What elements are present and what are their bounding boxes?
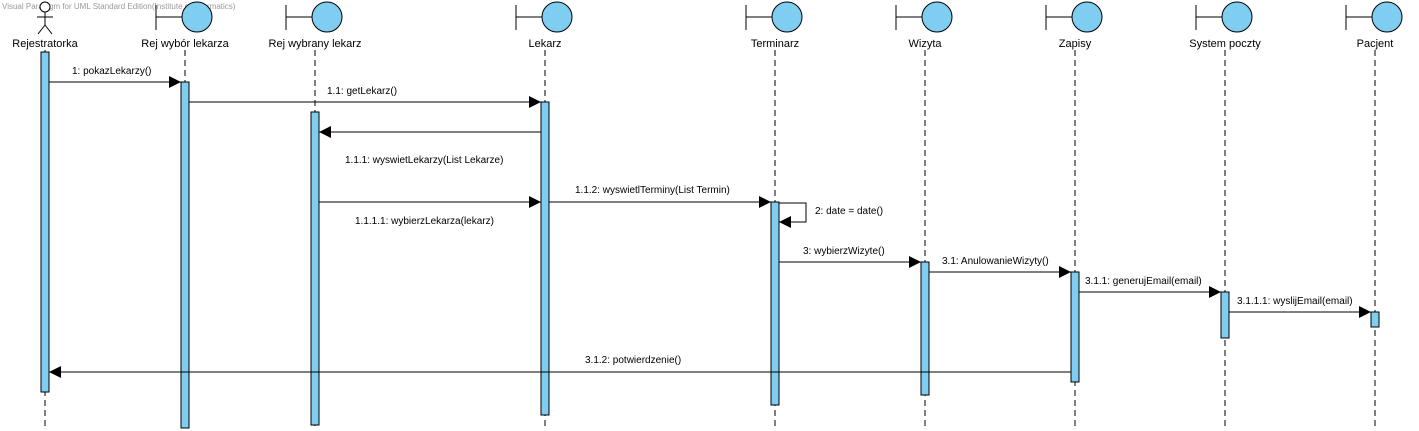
participant-rej-wybor: Rej wybór lekarza — [141, 1, 230, 50]
participant-rej-wybrany: Rej wybrany lekarz — [269, 1, 362, 50]
participant-zapisy: Zapisy — [1045, 1, 1103, 50]
message-label: 3.1.2: potwierdzenie() — [585, 355, 681, 366]
message-2: 1.1: getLekarz() — [189, 86, 541, 108]
participant-label: Pacjent — [1357, 38, 1394, 50]
message-label: 2: date = date() — [815, 206, 883, 217]
message-11: 3.1.2: potwierdzenie() — [49, 355, 1071, 378]
activation-bars — [40, 51, 1380, 429]
participant-label: Rej wybrany lekarz — [269, 38, 362, 50]
participant-pacjent: Pacjent — [1345, 1, 1403, 50]
boundary-icon — [1195, 1, 1253, 33]
message-1: 1: pokazLekarzy() — [49, 66, 181, 88]
message-9: 3.1.1: generujEmail(email) — [1079, 276, 1221, 298]
boundary-icon — [895, 1, 953, 33]
message-6: 2: date = date() — [779, 202, 883, 228]
activation-bar-terminarz — [770, 201, 780, 406]
participant-lekarz: Lekarz — [515, 1, 573, 50]
activation-bar-lekarz — [540, 101, 550, 416]
message-label: 3.1.1.1: wyslijEmail(email) — [1237, 296, 1353, 307]
message-7: 3: wybierzWizyte() — [779, 246, 921, 268]
message-label: 1.1: getLekarz() — [327, 86, 397, 97]
activation-bar-system-poczty — [1220, 291, 1230, 339]
participant-terminarz: Terminarz — [745, 1, 803, 50]
message-5: 1.1.1.1: wybierzLekarza(lekarz) — [319, 196, 541, 227]
participant-label: Lekarz — [528, 38, 561, 50]
activation-bar-pacjent — [1370, 311, 1380, 328]
participant-label: Wizyta — [909, 38, 943, 50]
message-4: 1.1.2: wyswietlTerminy(List Termin) — [549, 185, 771, 208]
message-3: 1.1.1: wyswietLekarzy(List Lekarze) — [319, 126, 541, 166]
activation-bar-zapisy — [1070, 271, 1080, 383]
message-label: 3.1.1: generujEmail(email) — [1085, 276, 1202, 287]
participant-label: Zapisy — [1059, 38, 1092, 50]
messages: 1: pokazLekarzy() 1.1: getLekarz() 1.1.1: … — [49, 66, 1371, 378]
participants: Rejestratorka Rej wybór lekarza Rej wybran… — [12, 1, 1403, 50]
watermark: Visual Paradigm for UML Standard Edition… — [2, 2, 236, 11]
activation-bar-rej-wybrany — [310, 111, 320, 426]
boundary-icon — [515, 1, 573, 33]
message-label: 1.1.1: wyswietLekarzy(List Lekarze) — [345, 155, 503, 166]
message-label: 3.1: AnulowanieWizyty() — [942, 256, 1049, 267]
boundary-icon — [285, 1, 343, 33]
message-8: 3.1: AnulowanieWizyty() — [929, 256, 1071, 278]
lifelines — [44, 50, 1376, 428]
message-label: 1.1.2: wyswietlTerminy(List Termin) — [575, 185, 730, 196]
boundary-icon — [1045, 1, 1103, 33]
participant-label: Rej wybór lekarza — [141, 38, 229, 50]
activation-bar-rej-wybor — [180, 81, 190, 429]
participant-label: Terminarz — [751, 38, 799, 50]
self-message-arrow — [779, 202, 807, 228]
activation-bar-wizyta — [920, 261, 930, 396]
boundary-icon — [1345, 1, 1403, 33]
message-label: 1.1.1.1: wybierzLekarza(lekarz) — [355, 216, 494, 227]
message-label: 3: wybierzWizyte() — [803, 246, 885, 257]
message-label: 1: pokazLekarzy() — [72, 66, 151, 77]
participant-label: System poczty — [1189, 38, 1261, 50]
actor-icon — [37, 1, 53, 35]
boundary-icon — [155, 1, 213, 33]
boundary-icon — [745, 1, 803, 33]
message-10: 3.1.1.1: wyslijEmail(email) — [1229, 296, 1371, 318]
participant-label: Rejestratorka — [12, 38, 78, 50]
participant-rejestratorka: Rejestratorka — [12, 1, 79, 50]
participant-wizyta: Wizyta — [895, 1, 953, 50]
activation-bar-rejestratorka — [40, 51, 50, 393]
participant-system-poczty: System poczty — [1189, 1, 1261, 50]
